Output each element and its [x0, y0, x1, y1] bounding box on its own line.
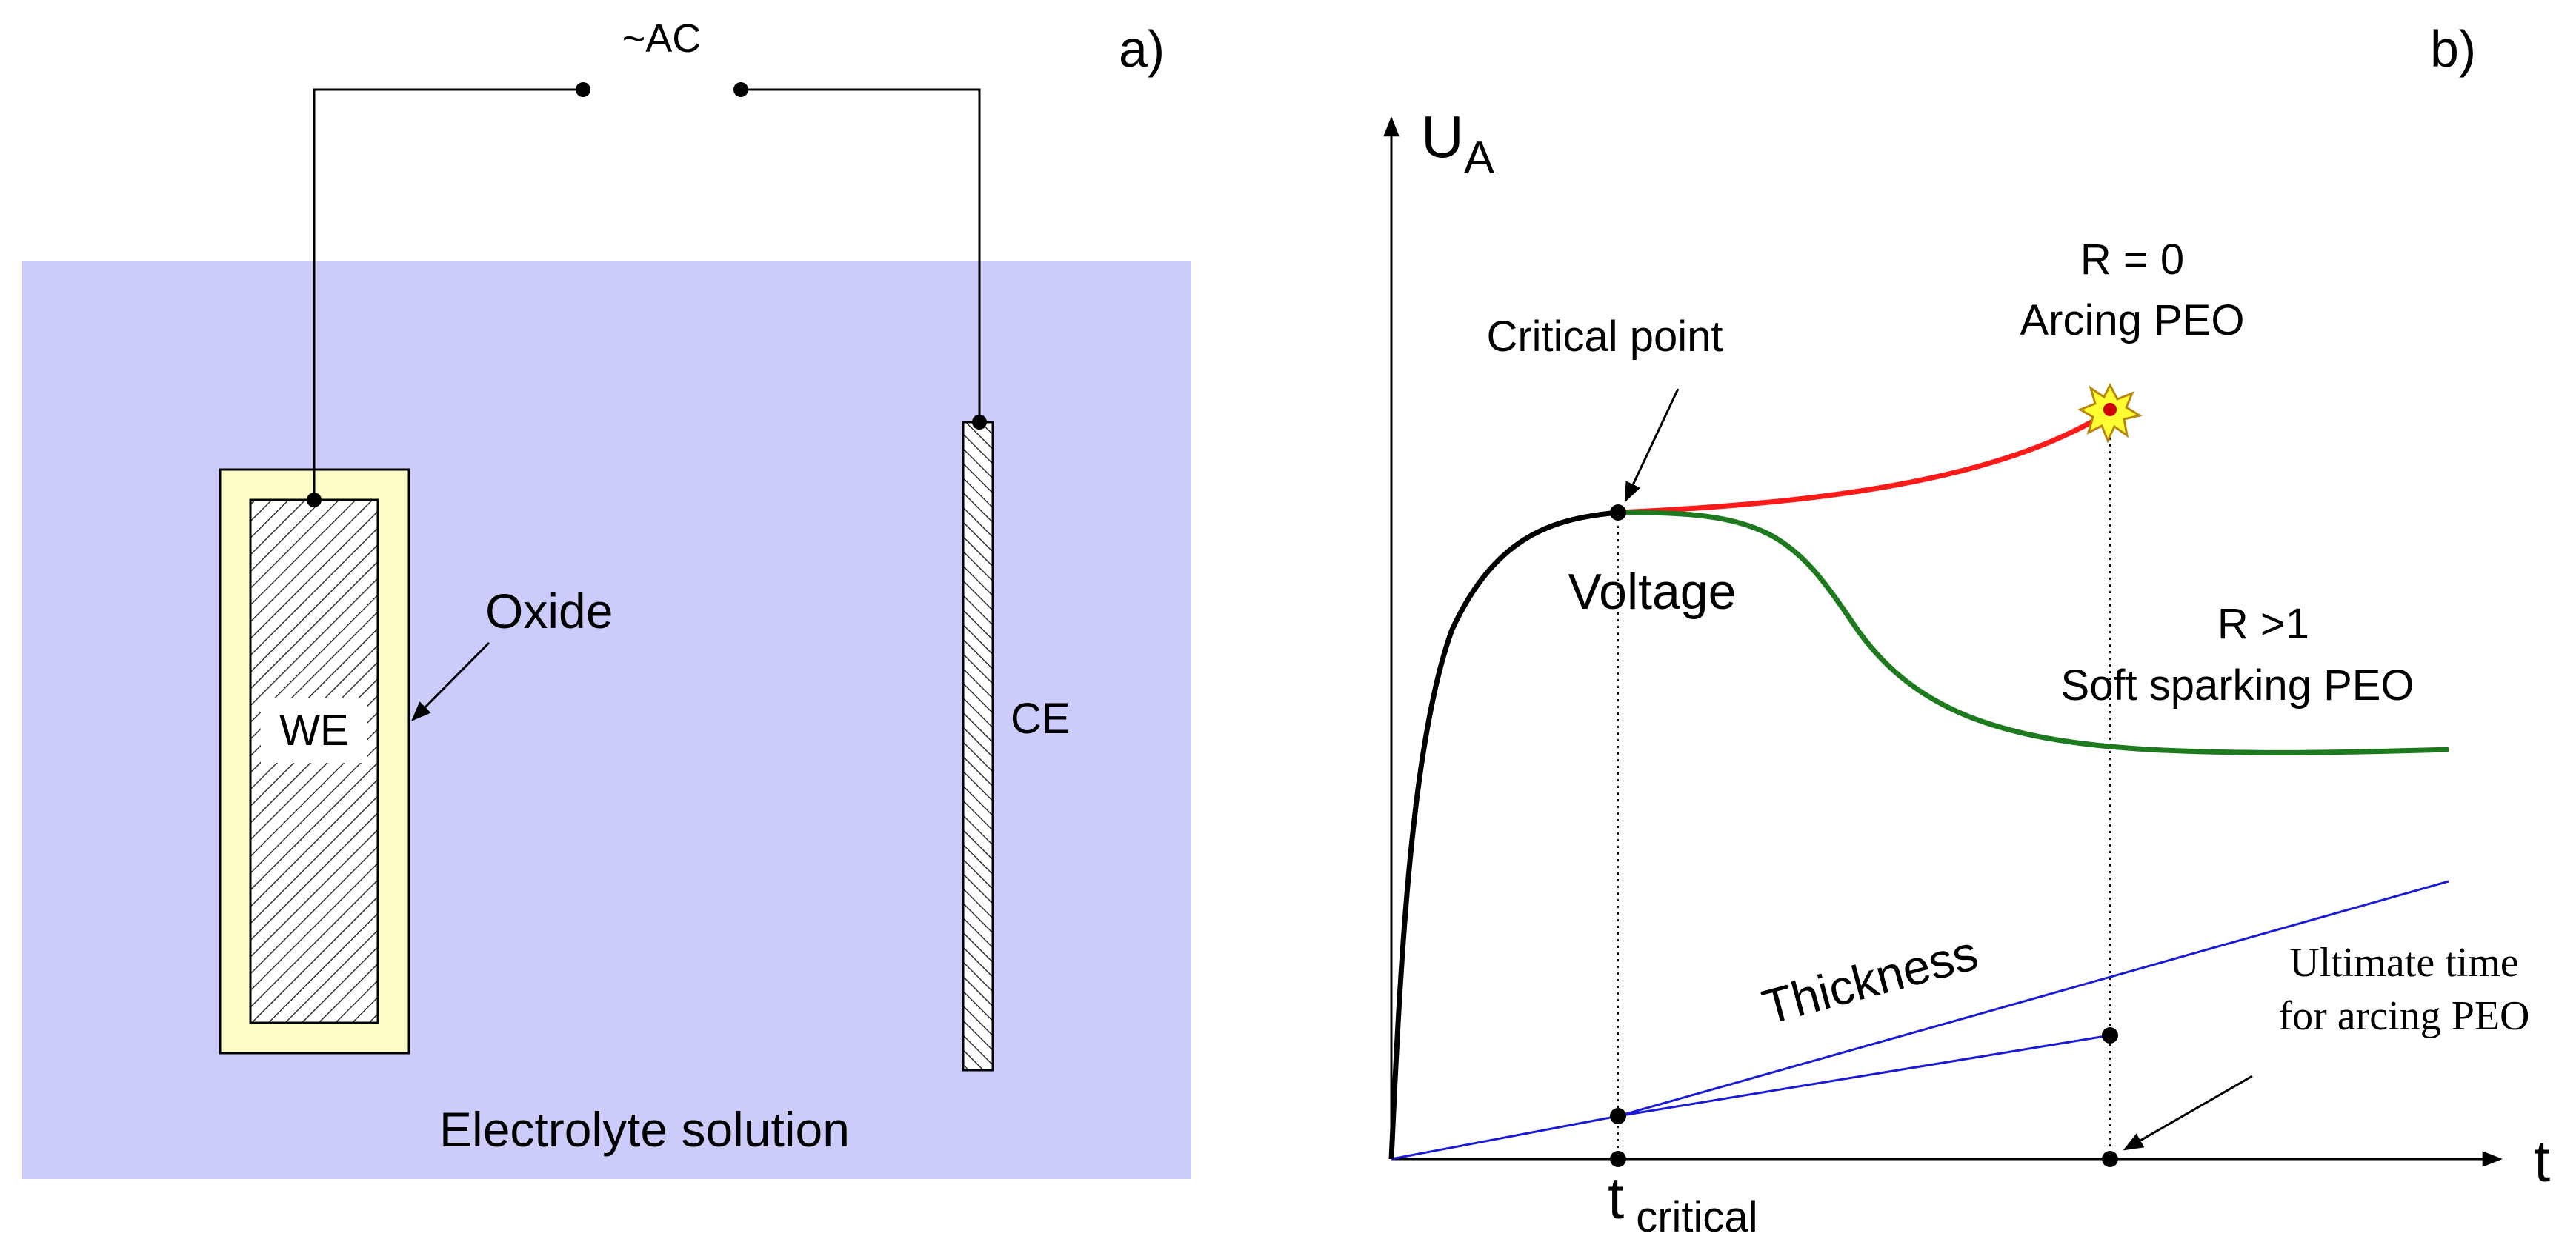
panel-a: WE CE ~AC Oxide Electrolyte solution a)	[22, 16, 1191, 1179]
thickness-critical-dot	[1610, 1108, 1626, 1124]
critical-point-label: Critical point	[1486, 313, 1723, 361]
panel-b: b) UA t Critical point Voltage R = 0 Arc…	[1383, 20, 2550, 1241]
counter-electrode	[962, 421, 994, 1072]
terminal-dot-right	[733, 82, 748, 97]
ce-connection-dot	[972, 415, 987, 430]
y-axis-label-main: U	[1421, 104, 1464, 170]
thickness-slow-line	[1617, 1034, 2111, 1118]
oxide-arrow	[411, 641, 490, 721]
electrolyte-label: Electrolyte solution	[439, 1102, 850, 1157]
we-label: WE	[279, 707, 348, 755]
ultimate-time-arrow	[2123, 1075, 2253, 1151]
we-label-background	[261, 698, 367, 763]
panel-a-label: a)	[1119, 20, 1165, 78]
soft-sparking-curve	[1617, 510, 2449, 755]
ultimate-time-tick-dot	[2102, 1151, 2118, 1167]
we-connection-dot	[307, 493, 322, 507]
ce-label: CE	[1011, 695, 1071, 743]
y-axis-label-subscript: A	[1464, 133, 1495, 184]
arcing-end-dot	[2103, 403, 2117, 416]
electrolyte-bath	[22, 261, 1191, 1179]
thickness-ultimate-dot	[2102, 1027, 2118, 1044]
x-axis-label: t	[2534, 1128, 2550, 1194]
critical-time-label-main: t	[1608, 1165, 1624, 1231]
ac-source-label: ~AC	[622, 16, 702, 61]
ultimate-time-line1: Ultimate time	[2289, 940, 2518, 986]
thickness-label: Thickness	[1757, 925, 1983, 1035]
critical-time-tick-dot	[1610, 1151, 1626, 1167]
arcing-r-label: R = 0	[2080, 236, 2184, 284]
soft-sparking-label: Soft sparking PEO	[2060, 661, 2414, 710]
arcing-curve	[1617, 409, 2111, 515]
critical-point-dot	[1610, 504, 1626, 521]
we-wire	[313, 88, 583, 500]
y-axis-label: UA	[1421, 104, 1495, 184]
voltage-label: Voltage	[1568, 564, 1737, 620]
ce-wire	[741, 88, 981, 422]
voltage-curve	[1388, 510, 1619, 1160]
oxide-label: Oxide	[485, 584, 613, 638]
critical-time-label-subscript: critical	[1636, 1193, 1757, 1241]
arcing-label: Arcing PEO	[2020, 296, 2245, 344]
thickness-initial-line	[1391, 1115, 1619, 1161]
terminal-dot-left	[576, 82, 590, 97]
thickness-fast-line	[1617, 880, 2449, 1118]
ultimate-time-line2: for arcing PEO	[2278, 993, 2529, 1039]
panel-b-label: b)	[2430, 20, 2476, 78]
critical-point-arrow	[1624, 388, 1680, 503]
soft-r-label: R >1	[2217, 600, 2309, 648]
